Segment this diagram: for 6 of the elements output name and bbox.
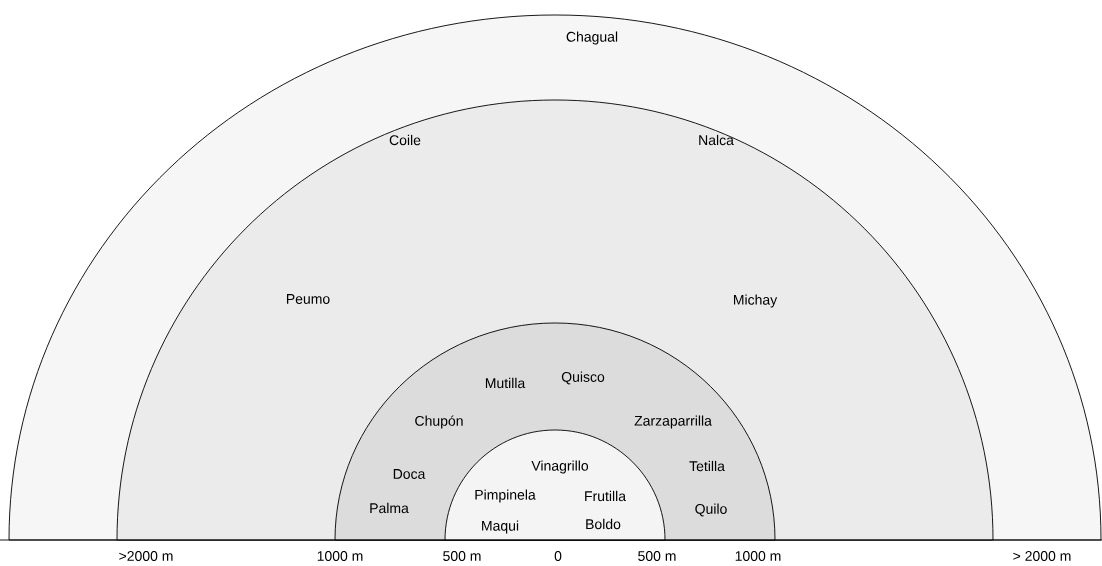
- distance-label: 1000 m: [735, 551, 781, 561]
- distance-label: 1000 m: [317, 551, 363, 561]
- distance-label: 500 m: [638, 551, 676, 561]
- distance-label: > 2000 m: [1013, 551, 1071, 561]
- distance-label: >2000 m: [119, 551, 173, 561]
- zone-band: Vinagrillo Pimpinela Frutilla Maqui Boldo: [444, 429, 666, 541]
